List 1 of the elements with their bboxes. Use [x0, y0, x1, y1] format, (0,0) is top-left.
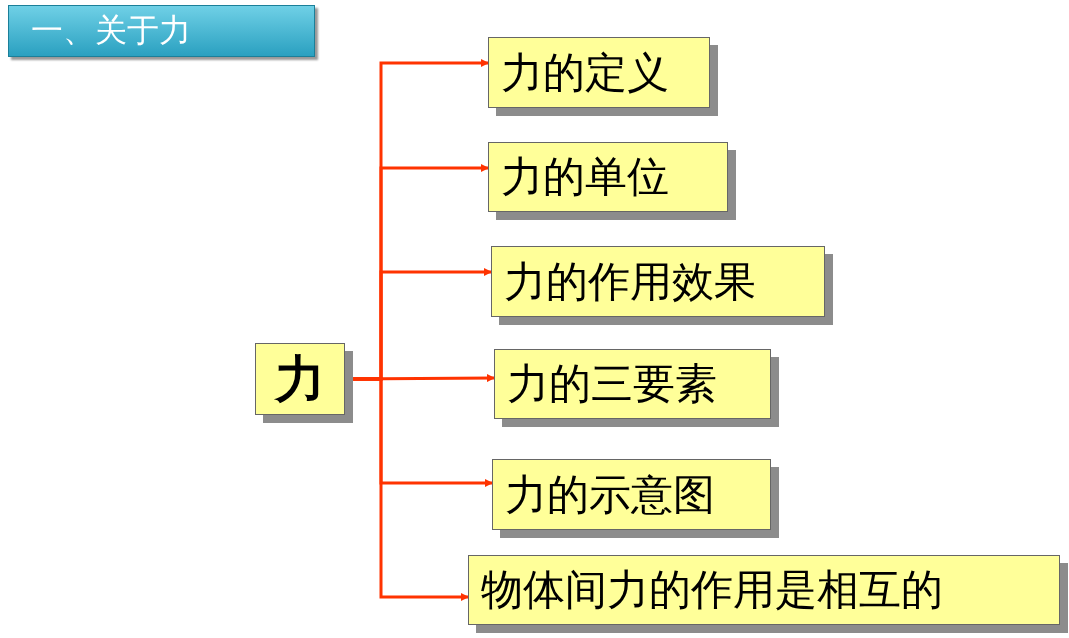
- title-banner: 一、关于力: [8, 5, 315, 57]
